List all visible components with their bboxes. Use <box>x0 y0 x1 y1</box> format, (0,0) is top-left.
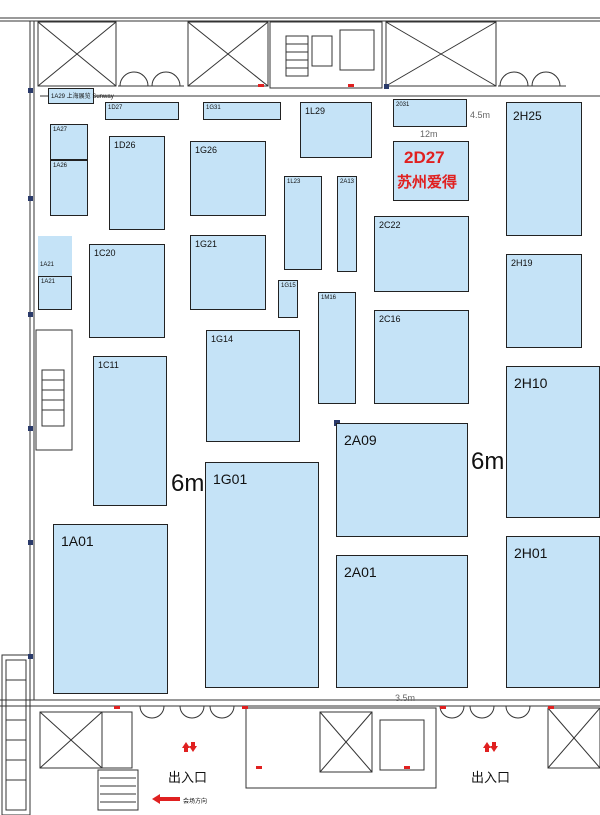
booth-1G14[interactable]: 1G14 <box>206 330 300 442</box>
booth-2C22[interactable]: 2C22 <box>374 216 469 292</box>
booth-1L29[interactable]: 1L29 <box>300 102 372 158</box>
booth-1A26[interactable]: 1A26 <box>50 160 88 216</box>
booth-label: 1G01 <box>213 471 248 487</box>
booth-label: 1G26 <box>195 145 218 155</box>
booth-1L23[interactable]: 1L23 <box>284 176 322 270</box>
booth-label: 1A27 <box>53 127 68 133</box>
booth-1M16[interactable]: 1M16 <box>318 292 356 404</box>
booth-label: 2C22 <box>379 220 401 230</box>
booth-2031[interactable]: 2031 <box>393 99 467 127</box>
booth-label: 1G31 <box>206 105 221 111</box>
entrance-left[interactable]: 出入口 <box>168 770 208 785</box>
booth-label: 1A21 <box>41 279 56 285</box>
booth-label: 1D27 <box>108 105 123 111</box>
featured-exhibitor-name: 苏州爱得 <box>397 174 458 191</box>
booth-2A13[interactable]: 2A13 <box>337 176 357 272</box>
booth-label: 1C11 <box>98 360 119 370</box>
booth-label: 1D26 <box>114 140 136 150</box>
booth-label: 1A21 <box>40 262 55 268</box>
booth-1G26[interactable]: 1G26 <box>190 141 266 216</box>
booth-label: 2031 <box>396 102 410 108</box>
entrance-arrow-right-down <box>490 742 498 752</box>
booth-1D26[interactable]: 1D26 <box>109 136 165 230</box>
booth-label: 2H19 <box>511 258 533 268</box>
booth-1G01[interactable]: 1G01 <box>205 462 319 688</box>
aisle-width-right: 6m <box>471 448 505 475</box>
booth-1A01[interactable]: 1A01 <box>53 524 168 694</box>
booth-label: 2H01 <box>514 545 548 561</box>
booth-label: 1A01 <box>61 533 94 549</box>
booth-2H25[interactable]: 2H25 <box>506 102 582 236</box>
entrance-arrow-left-up <box>182 742 190 752</box>
booth-1A29[interactable]: 1A29 上海展览 Sunway <box>48 88 114 104</box>
booth-label: 1M16 <box>321 295 337 301</box>
booth-2C16[interactable]: 2C16 <box>374 310 469 404</box>
direction-arrow-icon <box>152 794 180 804</box>
booth-label: 2H25 <box>513 109 542 123</box>
booth-1C20[interactable]: 1C20 <box>89 244 165 338</box>
booth-label: 1A26 <box>53 163 68 169</box>
booth-2H10[interactable]: 2H10 <box>506 366 600 518</box>
direction-label: 会场方向 <box>183 799 208 805</box>
booth-label: 2A01 <box>344 564 377 580</box>
dimension-width-top: 4.5m <box>470 110 491 120</box>
booth-label: 2A13 <box>340 179 355 185</box>
booth-label: 1A29 上海展览 Sunway <box>51 94 114 100</box>
booth-label: 1L23 <box>287 179 301 185</box>
aisle-width-left: 6m <box>171 470 205 497</box>
booth-2H19[interactable]: 2H19 <box>506 254 582 348</box>
booth-2A01[interactable]: 2A01 <box>336 555 468 688</box>
dimension-width-bottom: 3.5m <box>395 693 416 703</box>
booth-label: 2H10 <box>514 375 548 391</box>
booth-label: 1G21 <box>195 239 218 249</box>
booth-1D27[interactable]: 1D27 <box>105 102 179 120</box>
entrance-right[interactable]: 出入口 <box>471 770 511 785</box>
booth-1C11[interactable]: 1C11 <box>93 356 167 506</box>
booth-label: 2C16 <box>379 314 401 324</box>
booth-1A27[interactable]: 1A27 <box>50 124 88 160</box>
booth-label: 1G14 <box>211 334 234 344</box>
booth-label: 1L29 <box>305 106 326 116</box>
booth-label: 1C20 <box>94 248 116 258</box>
booth-2A09[interactable]: 2A09 <box>336 423 468 537</box>
entrance-arrow-left-down <box>189 742 197 752</box>
booth-label: 1G15 <box>281 283 296 289</box>
booth-1A21-upper[interactable]: 1A21 <box>38 236 72 276</box>
booth-2H01[interactable]: 2H01 <box>506 536 600 688</box>
booth-label: 2A09 <box>344 432 377 448</box>
booth-2D27[interactable] <box>393 141 469 201</box>
dimension-span-top: 12m <box>420 129 438 139</box>
entrance-arrow-right-up <box>483 742 491 752</box>
featured-booth-code: 2D27 <box>404 148 445 167</box>
booth-1G31[interactable]: 1G31 <box>203 102 281 120</box>
booth-1G21[interactable]: 1G21 <box>190 235 266 310</box>
booth-1A21-lower[interactable]: 1A21 <box>38 276 72 310</box>
booth-1G15[interactable]: 1G15 <box>278 280 298 318</box>
